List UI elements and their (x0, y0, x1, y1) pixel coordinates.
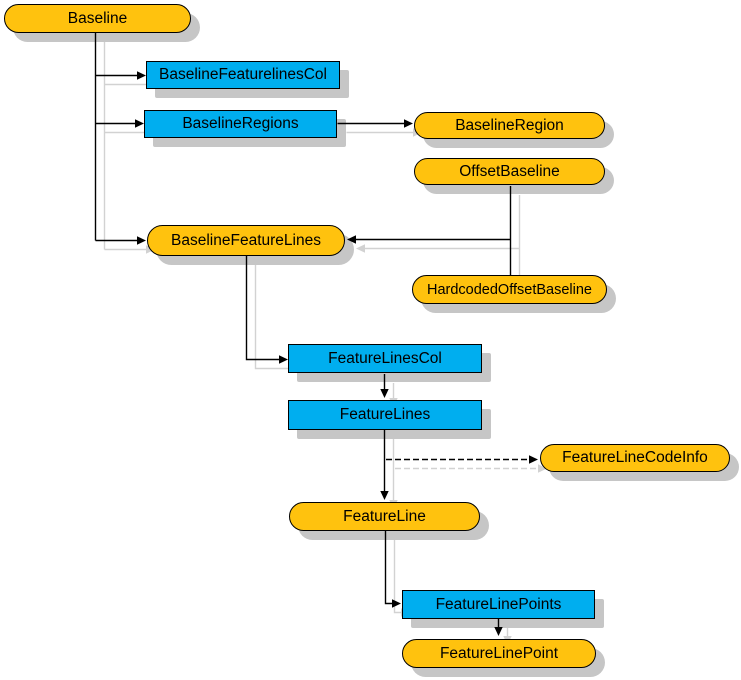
arrowhead-down-icon (494, 627, 503, 636)
arrowhead-right-icon (137, 236, 146, 245)
node-baselineregion[interactable]: BaselineRegion (414, 112, 605, 139)
node-hardcodedoffsetbaseline[interactable]: HardcodedOffsetBaseline (412, 275, 607, 304)
arrowhead-down-icon (380, 389, 389, 398)
node-featureline[interactable]: FeatureLine (289, 502, 480, 531)
arrowhead-down-icon (380, 491, 389, 500)
node-offsetbaseline[interactable]: OffsetBaseline (414, 158, 605, 185)
arrowhead-right-icon (392, 599, 401, 608)
node-baselinefeaturelines[interactable]: BaselineFeatureLines (147, 225, 345, 256)
node-featurelinescol[interactable]: FeatureLinesCol (288, 344, 482, 373)
node-featurelines[interactable]: FeatureLines (288, 400, 482, 430)
arrowhead-right-icon (137, 71, 146, 80)
node-featurelinecodeinfo[interactable]: FeatureLineCodeInfo (540, 444, 730, 472)
node-baseline[interactable]: Baseline (4, 4, 191, 33)
arrowhead-right-icon (135, 119, 144, 128)
edges (94, 33, 538, 636)
arrowhead-left-icon (347, 235, 356, 244)
node-baselineregions[interactable]: BaselineRegions (144, 110, 337, 138)
node-featurelinepoints[interactable]: FeatureLinePoints (402, 590, 595, 619)
arrowhead-right-icon (529, 455, 538, 464)
edge-featureline-to-featurelinepoints (384, 531, 393, 605)
node-baselinefeaturelinescol[interactable]: BaselineFeaturelinesCol (146, 61, 340, 89)
arrowhead-right-icon (404, 119, 413, 128)
node-featurelinepoint[interactable]: FeatureLinePoint (402, 639, 596, 668)
edge-baselinefeaturelines-to-featurelinescol (245, 256, 280, 361)
arrowhead-right-icon (279, 355, 288, 364)
